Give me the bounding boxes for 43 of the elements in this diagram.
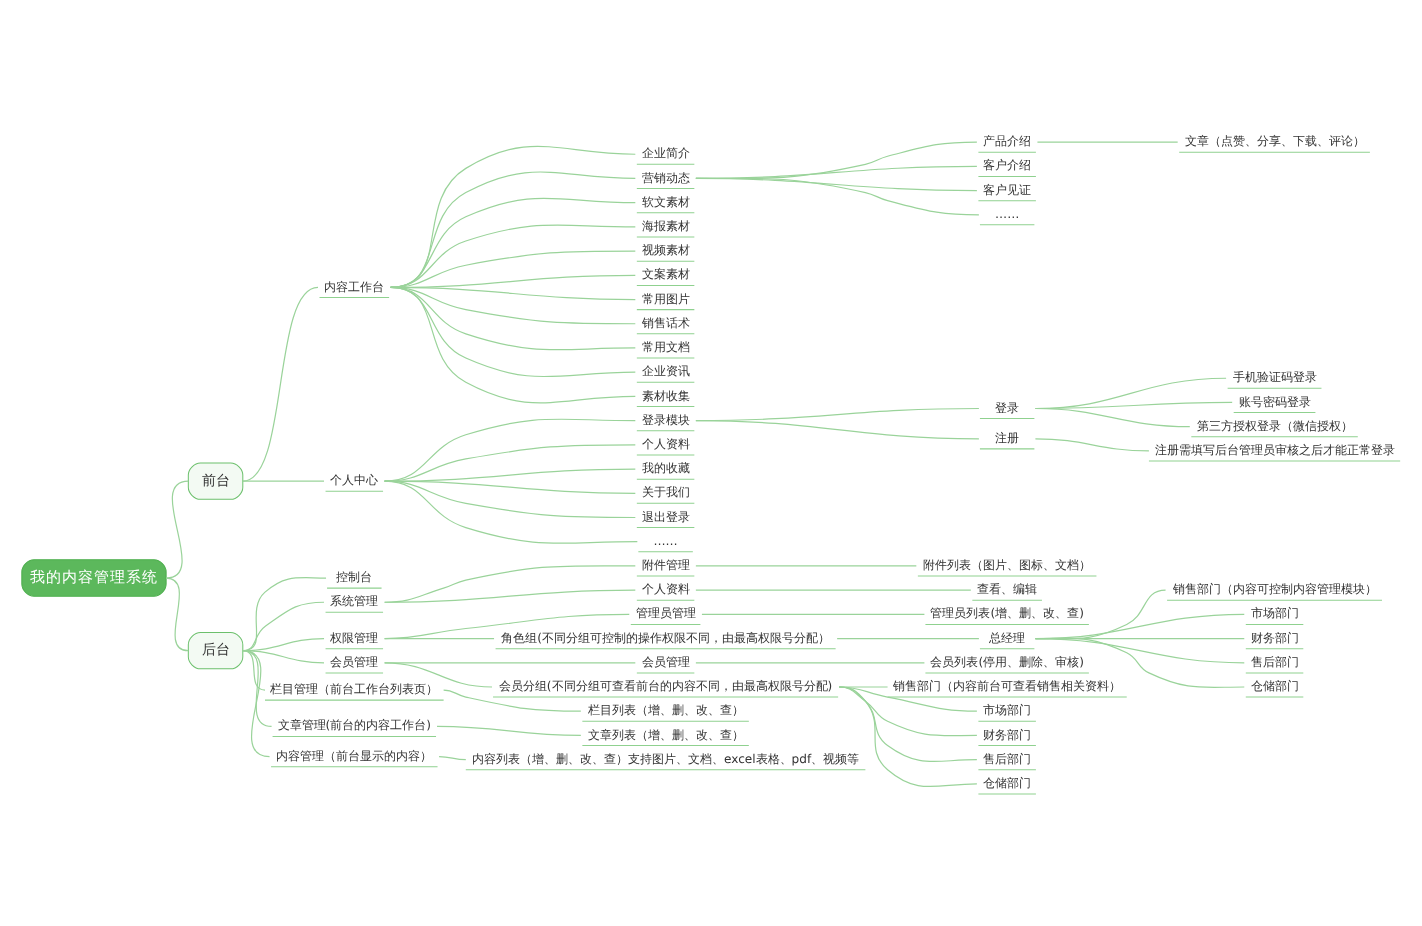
connector — [383, 418, 636, 482]
connector — [1034, 407, 1191, 428]
connector — [242, 480, 325, 482]
connector — [383, 565, 636, 603]
connector — [838, 686, 978, 788]
connector — [390, 171, 636, 289]
connector — [383, 444, 636, 482]
connector — [165, 480, 189, 579]
connector — [701, 613, 925, 615]
connector — [390, 286, 636, 378]
connector — [443, 689, 582, 712]
connector — [390, 145, 636, 289]
connector — [242, 650, 271, 758]
connector — [383, 589, 636, 603]
connector — [242, 650, 266, 691]
connector — [838, 686, 978, 763]
connector — [838, 686, 978, 712]
connector — [242, 577, 327, 652]
connector — [383, 480, 638, 544]
connector — [383, 637, 495, 640]
connector — [1034, 637, 1245, 689]
connector — [838, 686, 889, 688]
connector — [1034, 438, 1150, 452]
connector — [390, 286, 636, 404]
connector — [695, 565, 917, 567]
connector — [695, 420, 980, 440]
connector — [695, 589, 972, 591]
connector — [438, 756, 467, 761]
connector — [838, 686, 978, 737]
connector — [383, 613, 630, 640]
connector — [836, 637, 980, 640]
connector — [390, 197, 636, 289]
connector — [242, 650, 273, 727]
connector — [242, 601, 325, 652]
connector — [436, 725, 582, 737]
connector — [695, 177, 980, 216]
connector — [383, 468, 636, 482]
connector — [1036, 141, 1179, 143]
connector — [383, 662, 493, 688]
connector — [242, 286, 319, 482]
connector — [695, 662, 925, 664]
connector — [165, 577, 189, 652]
connector — [390, 224, 636, 289]
